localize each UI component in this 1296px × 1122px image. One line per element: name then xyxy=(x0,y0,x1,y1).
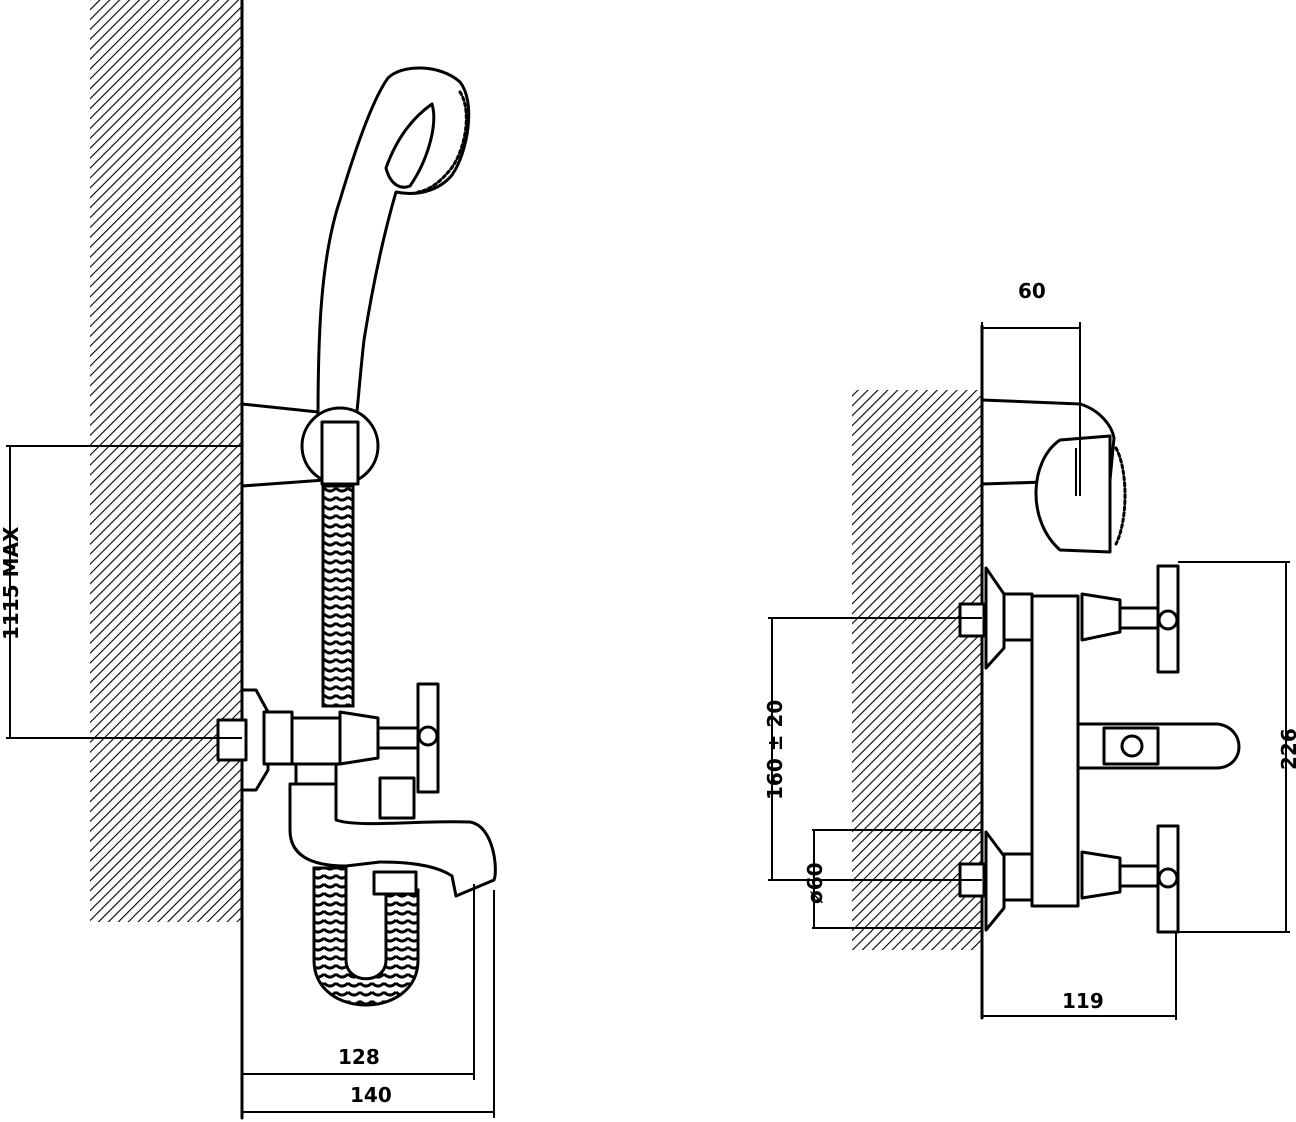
diverter-knob xyxy=(378,776,416,820)
dim60-label: 60 xyxy=(1018,279,1046,303)
front-shower-nozzles xyxy=(1114,446,1127,546)
dim226-label: 226 xyxy=(1277,728,1296,770)
dim-height-label: 1115 MAX xyxy=(0,526,23,640)
hose-upper xyxy=(321,484,355,708)
lower-handle-cap xyxy=(1157,867,1179,889)
lower-nut xyxy=(1002,852,1034,902)
wall-hatch xyxy=(90,0,242,922)
wall-hatch-front xyxy=(852,390,982,950)
upper-nut xyxy=(1002,592,1034,642)
hand-shower-slot xyxy=(384,102,436,189)
front-diverter-knob xyxy=(1120,734,1144,758)
dim119-label: 119 xyxy=(1062,989,1104,1013)
upper-handle-cap xyxy=(1157,609,1179,631)
mixer-body xyxy=(290,716,342,766)
hose-loop xyxy=(312,866,420,1007)
dim160-label: 160 ± 20 xyxy=(763,700,787,800)
dim-total-label: 140 xyxy=(350,1083,392,1107)
union-nut xyxy=(262,710,294,766)
lower-valve-bonnet xyxy=(1080,850,1122,900)
bath-spout xyxy=(288,782,497,898)
hand-shower-nozzles xyxy=(416,90,468,194)
spout-hose-nut xyxy=(372,870,418,896)
valve-spindle xyxy=(376,726,420,750)
dia-label: ø60 xyxy=(803,862,827,904)
diverter-column xyxy=(294,762,338,786)
hand-shower xyxy=(316,66,471,422)
wall-flange xyxy=(240,688,270,792)
holder-clip xyxy=(320,420,360,486)
upper-spindle xyxy=(1118,606,1162,630)
upper-valve-bonnet xyxy=(1080,592,1122,642)
valve-bonnet xyxy=(338,710,380,766)
handle-cap xyxy=(417,725,439,747)
upper-flange xyxy=(984,566,1006,670)
side-view: 1115 MAX 128 140 xyxy=(0,0,497,1120)
dim-spout-label: 128 xyxy=(338,1045,380,1069)
lower-flange xyxy=(984,830,1006,932)
front-mixer-body xyxy=(1030,594,1080,908)
inlet-nut xyxy=(216,718,248,762)
lower-spindle xyxy=(1118,864,1162,888)
front-hand-shower xyxy=(1034,434,1112,554)
front-view: 60 160 ± 20 ø60 226 119 xyxy=(763,279,1296,1020)
upper-eccentric xyxy=(958,602,986,638)
